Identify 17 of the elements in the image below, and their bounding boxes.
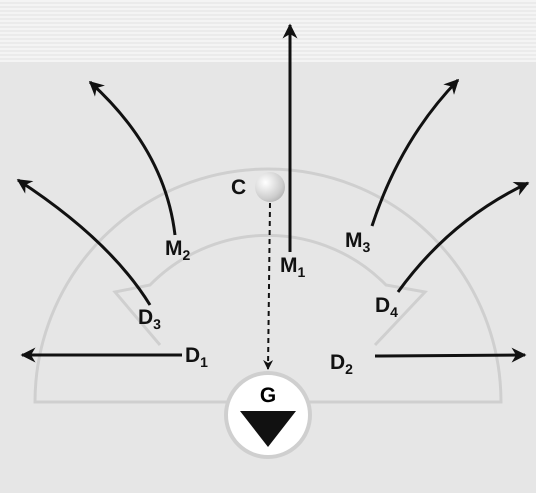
- goalie-label: G: [258, 385, 278, 406]
- player-label: D$_{2}$: [330, 352, 353, 376]
- player-label: M$_{3}$: [345, 230, 370, 254]
- arrow: [20, 348, 182, 362]
- player-label: D$_{4}$: [375, 295, 398, 320]
- player-label: M$_{2}$: [165, 238, 190, 262]
- player-label: M$_{1}$: [280, 255, 306, 280]
- arrow: [375, 348, 526, 363]
- arrow: [370, 78, 460, 226]
- arrow: [88, 80, 176, 236]
- arrow: [16, 178, 152, 306]
- player-label: D$_{3}$: [138, 307, 161, 332]
- ball-label: C: [231, 177, 246, 198]
- arrow: [282, 24, 298, 252]
- arrow: [396, 182, 530, 293]
- arrow: [263, 202, 274, 370]
- player-label: D$_{1}$: [185, 345, 208, 370]
